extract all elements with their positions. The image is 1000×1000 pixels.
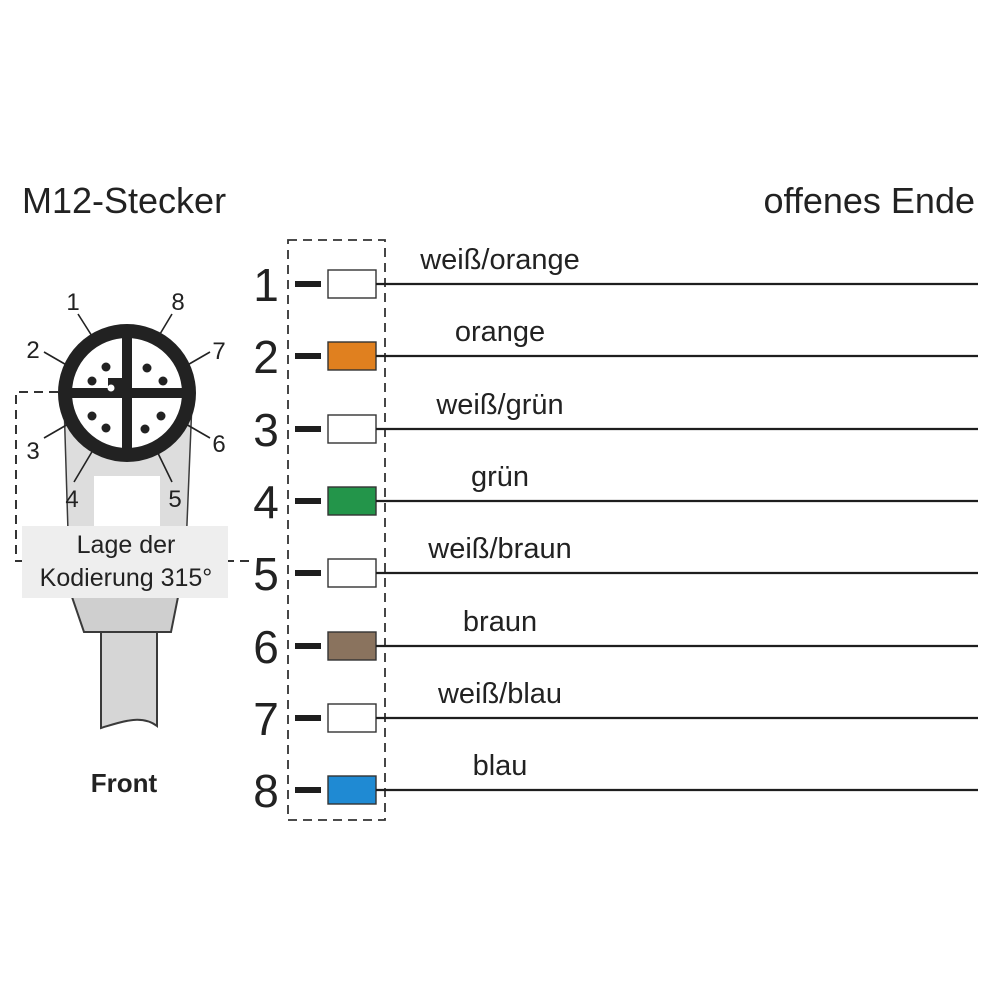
wire-row-6: 6 braun (253, 606, 978, 673)
wire-row-4: 4 grün (253, 461, 978, 528)
pin-number: 5 (253, 548, 279, 600)
leader-6 (183, 422, 211, 439)
wire-label: weiß/blau (437, 678, 562, 710)
pin-number: 2 (253, 331, 279, 383)
wire-label: orange (455, 316, 545, 348)
pin-leaders (43, 313, 211, 483)
wire-label: weiß/braun (427, 533, 571, 565)
contact-6 (156, 411, 166, 421)
coding-label-band (22, 526, 228, 598)
face-pin-label-7: 7 (212, 338, 225, 365)
wire-color-sleeve (327, 558, 377, 588)
wire-label: weiß/orange (419, 244, 580, 276)
face-pin-label-5: 5 (168, 486, 181, 513)
face-pin-label-2: 2 (26, 337, 39, 364)
contact-5 (140, 424, 150, 434)
leader-1 (77, 313, 98, 345)
contact-2 (87, 376, 97, 386)
wire-label: weiß/grün (435, 389, 563, 421)
connector-collar (70, 596, 180, 633)
contact-7 (158, 376, 168, 386)
wire-color-sleeve (327, 341, 377, 371)
pin-number: 4 (253, 476, 279, 528)
wire-row-2: 2 orange (253, 316, 978, 383)
wire-color-sleeve (327, 703, 377, 733)
connector-title: M12-Stecker (22, 180, 226, 221)
face-pin-label-1: 1 (66, 289, 79, 316)
pin-number: 7 (253, 693, 279, 745)
open-end-title: offenes Ende (763, 180, 975, 221)
wire-label: blau (473, 750, 528, 782)
face-pin-label-4: 4 (65, 486, 78, 513)
leader-5 (153, 444, 173, 483)
leader-7 (183, 351, 211, 368)
pin-number: 8 (253, 765, 279, 817)
wire-row-5: 5 weiß/braun (253, 533, 978, 600)
leader-3 (43, 422, 71, 439)
face-contacts (87, 362, 168, 434)
wire-row-8: 8 blau (253, 750, 978, 817)
contact-1 (101, 362, 111, 372)
leader-2 (43, 351, 71, 368)
wire-color-sleeve (327, 486, 377, 516)
coding-label-line1: Lage der (77, 531, 176, 559)
coding-label-line2: Kodierung 315° (40, 564, 213, 592)
connector-cable (100, 631, 158, 730)
wire-label: braun (463, 606, 537, 638)
pin-number: 3 (253, 404, 279, 456)
wire-rows: 1 weiß/orange 2 orange 3 weiß/grün 4 grün 5 weiß/… (253, 244, 978, 817)
face-pin-label-8: 8 (171, 289, 184, 316)
leader-4 (73, 444, 97, 483)
wire-row-1: 1 weiß/orange (253, 244, 978, 311)
m12-connector-drawing: Lage der Kodierung 315° (15, 289, 252, 798)
body-cutout-left (94, 476, 160, 526)
pin-number: 1 (253, 259, 279, 311)
wire-color-sleeve (327, 631, 377, 661)
wire-color-sleeve (327, 775, 377, 805)
wire-color-sleeve (327, 414, 377, 444)
contact-3 (87, 411, 97, 421)
wire-row-7: 7 weiß/blau (253, 678, 978, 745)
face-pin-label-3: 3 (26, 438, 39, 465)
coding-key-mark (107, 384, 115, 392)
wire-label: grün (471, 461, 529, 493)
contact-8 (142, 363, 152, 373)
wire-color-sleeve (327, 269, 377, 299)
front-label: Front (91, 768, 158, 798)
face-pin-label-6: 6 (212, 431, 225, 458)
leader-8 (153, 313, 173, 345)
pin-number: 6 (253, 621, 279, 673)
coding-area-frame (15, 391, 252, 562)
contact-4 (101, 423, 111, 433)
wire-end-frame (287, 239, 386, 821)
wire-row-3: 3 weiß/grün (253, 389, 978, 456)
